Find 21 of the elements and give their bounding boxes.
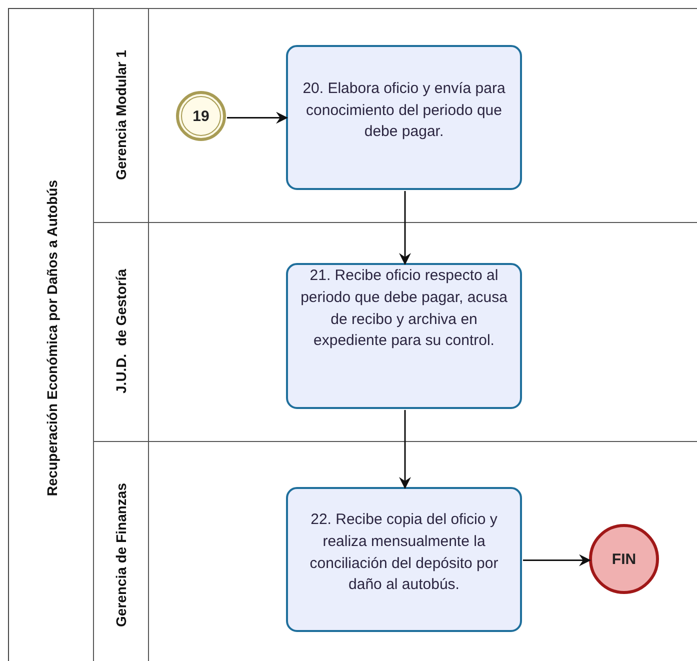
arrow (399, 410, 411, 489)
pool-title: Recuperación Económica por Daños a Autobús (44, 180, 60, 496)
arrow (523, 554, 591, 566)
swimlane (92, 222, 697, 440)
arrow (399, 191, 411, 265)
arrow (227, 112, 288, 124)
task-text: 21. Recibe oficio respecto al periodo que debe pagar, acusa de recibo y archiva en expediente para su control. (300, 266, 508, 352)
task-box (286, 263, 522, 409)
lane-title: Gerencia de Finanzas (112, 482, 128, 626)
pool (8, 8, 697, 661)
task-box (286, 45, 522, 190)
lane-title: J.U.D. de Gestoría (112, 269, 128, 394)
event-label: FIN (612, 550, 636, 568)
swimlane (92, 8, 697, 222)
event-label: 19 (192, 108, 210, 124)
swimlane (92, 440, 697, 661)
task-text: 22. Recibe copia del oficio y realiza mensualmente la conciliación del depósito por daño al autobús. (308, 510, 500, 596)
link-event-circle (176, 91, 226, 141)
task-box (286, 487, 522, 632)
lane-title: Gerencia Modular 1 (112, 50, 128, 180)
task-text: 20. Elabora oficio y envía para conocimiento del periodo que debe pagar. (302, 78, 506, 142)
